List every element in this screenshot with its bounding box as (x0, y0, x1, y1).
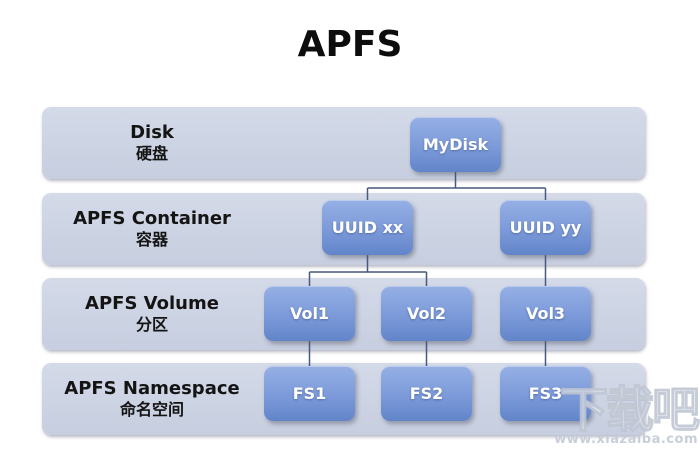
layer-label-en: APFS Volume (85, 292, 219, 314)
layer-label-volume: APFS Volume 分区 (42, 292, 262, 336)
layer-label-en: APFS Namespace (64, 377, 240, 399)
layer-band-disk: Disk 硬盘 (42, 107, 645, 179)
node-fs1: FS1 (264, 366, 355, 421)
node-fs3: FS3 (500, 366, 591, 421)
node-uuid-xx: UUID xx (322, 200, 413, 255)
node-mydisk: MyDisk (410, 117, 501, 172)
node-fs2: FS2 (381, 366, 472, 421)
layer-label-container: APFS Container 容器 (42, 207, 262, 251)
layer-label-zh: 分区 (135, 315, 168, 335)
layer-label-zh: 命名空间 (119, 400, 184, 420)
layer-label-zh: 硬盘 (135, 144, 168, 164)
diagram-title: APFS (297, 24, 403, 65)
node-vol3: Vol3 (500, 286, 591, 341)
node-vol2: Vol2 (381, 286, 472, 341)
layer-label-disk: Disk 硬盘 (42, 121, 262, 165)
layer-label-en: Disk (130, 121, 174, 143)
layer-label-zh: 容器 (135, 230, 168, 250)
layer-label-en: APFS Container (73, 207, 231, 229)
node-uuid-yy: UUID yy (500, 200, 591, 255)
node-vol1: Vol1 (264, 286, 355, 341)
layer-label-namespace: APFS Namespace 命名空间 (42, 377, 262, 421)
